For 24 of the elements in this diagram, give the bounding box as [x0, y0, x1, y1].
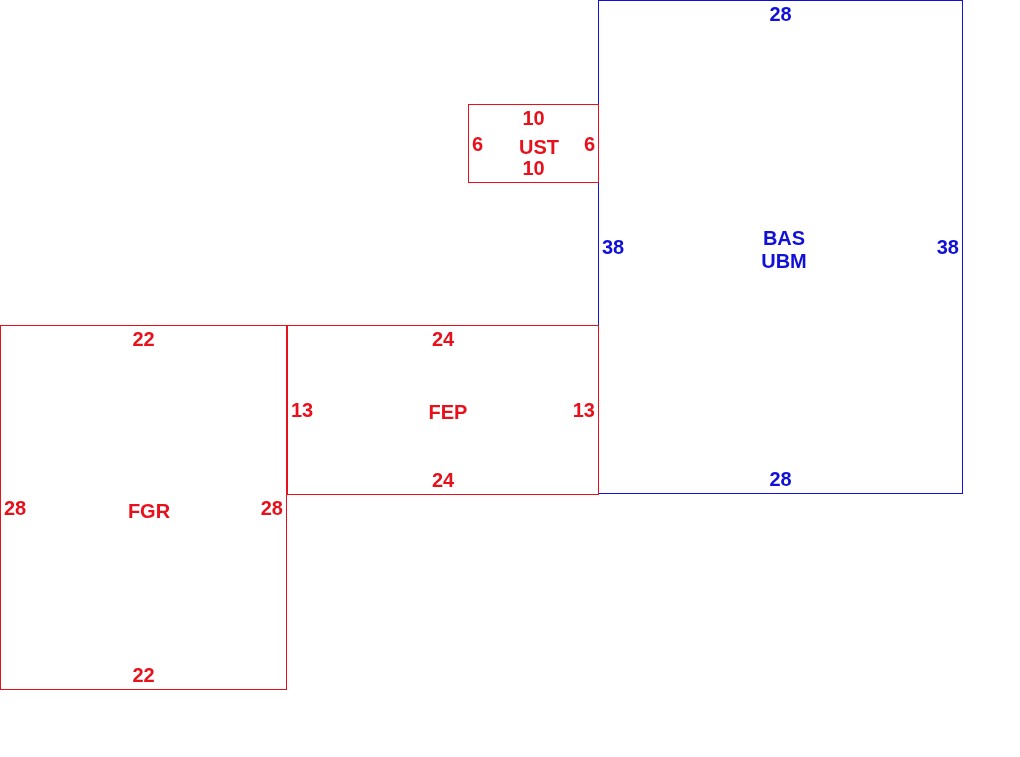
dimension-label: 28 — [4, 496, 27, 519]
room-box — [287, 325, 599, 495]
room-label: BAS UBM — [760, 227, 808, 273]
dimension-label: 28 — [769, 468, 792, 491]
dimension-label: 6 — [472, 132, 484, 155]
dimension-label: 10 — [522, 107, 545, 130]
dimension-label: 28 — [769, 3, 792, 26]
room-label: UST — [518, 135, 560, 159]
dimension-label: 24 — [431, 328, 455, 351]
dimension-label: 13 — [291, 398, 314, 422]
dimension-label: 38 — [936, 235, 959, 259]
room-box — [468, 104, 599, 183]
dimension-label: 28 — [260, 496, 283, 519]
dimension-label: 10 — [522, 157, 545, 180]
dimension-label: 22 — [132, 328, 155, 351]
room-box — [0, 325, 287, 690]
room-box — [598, 0, 963, 494]
dimension-label: 22 — [132, 664, 155, 687]
room-label: FGR — [126, 499, 172, 523]
dimension-label: 6 — [583, 132, 595, 155]
dimension-label: 24 — [431, 469, 455, 492]
room-label: FEP — [427, 400, 469, 424]
dimension-label: 38 — [602, 235, 625, 259]
dimension-label: 13 — [572, 398, 595, 422]
